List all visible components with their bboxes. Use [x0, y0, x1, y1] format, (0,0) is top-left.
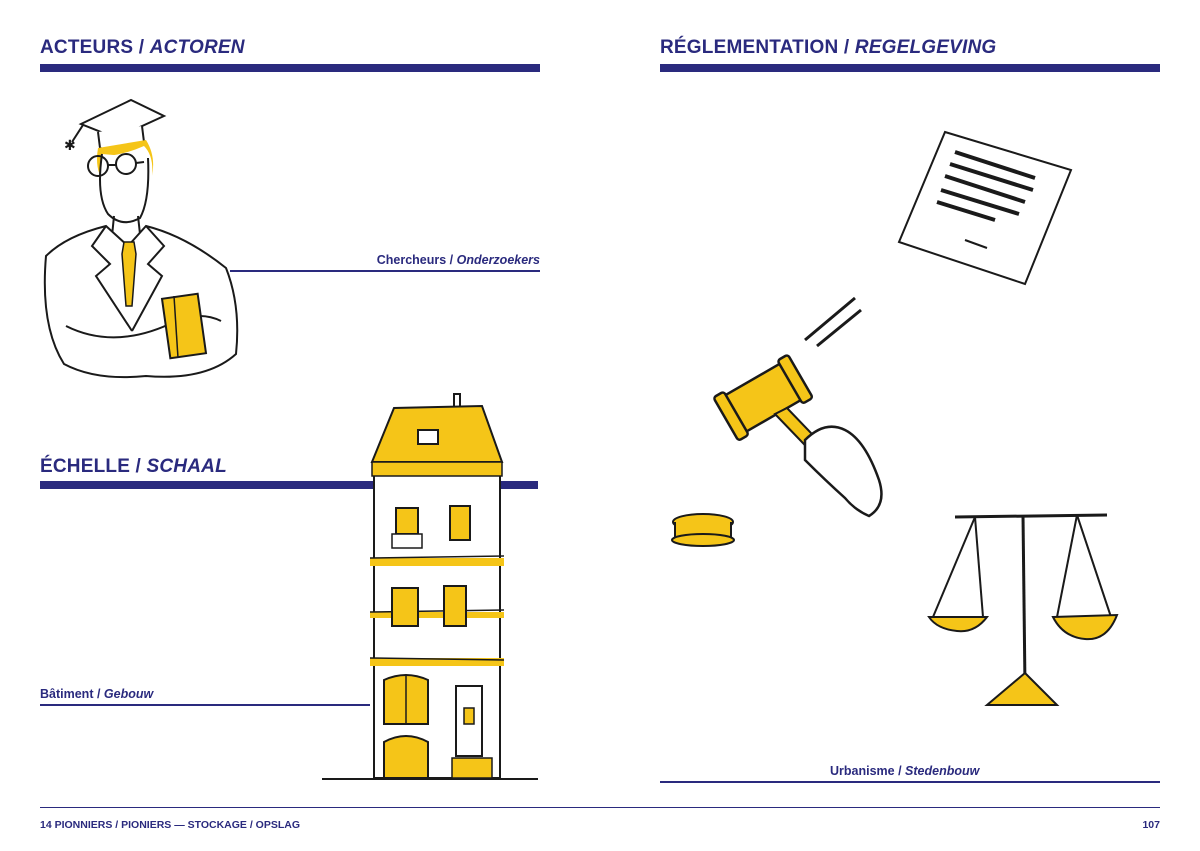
building-illustration: [322, 393, 538, 780]
label-line-building: [40, 704, 370, 706]
svg-text:✱: ✱: [64, 137, 76, 153]
label-urbanism: Urbanisme / Stedenbouw: [830, 764, 980, 778]
section-heading-regulation: RÉGLEMENTATION / REGELGEVING: [660, 37, 997, 58]
section-heading-actors: ACTEURS / ACTOREN: [40, 37, 245, 58]
footer-rule: [40, 807, 1160, 808]
heading-underline-actors: [40, 64, 540, 72]
label-line-urbanism: [660, 781, 1160, 783]
researcher-illustration: ✱: [43, 98, 239, 379]
gavel-icon: [671, 296, 883, 547]
page-number: 107: [1142, 819, 1160, 831]
label-building: Bâtiment / Gebouw: [40, 687, 154, 701]
document-icon: [897, 130, 1073, 286]
heading-fr: ÉCHELLE: [40, 456, 131, 477]
section-heading-scale: ÉCHELLE / SCHAAL: [40, 456, 227, 477]
label-researchers: Chercheurs / Onderzoekers: [376, 253, 540, 267]
heading-nl: SCHAAL: [146, 456, 227, 477]
heading-nl: ACTOREN: [149, 37, 245, 58]
heading-nl: REGELGEVING: [854, 37, 997, 58]
heading-underline-regulation: [660, 64, 1160, 72]
scales-icon: [927, 513, 1119, 706]
heading-fr: RÉGLEMENTATION: [660, 37, 839, 58]
label-line-researchers: [230, 270, 540, 272]
footer-running-title: 14 PIONNIERS / PIONIERS — STOCKAGE / OPS…: [40, 819, 301, 831]
heading-underline-scale: [40, 481, 538, 489]
heading-fr: ACTEURS: [40, 37, 134, 58]
